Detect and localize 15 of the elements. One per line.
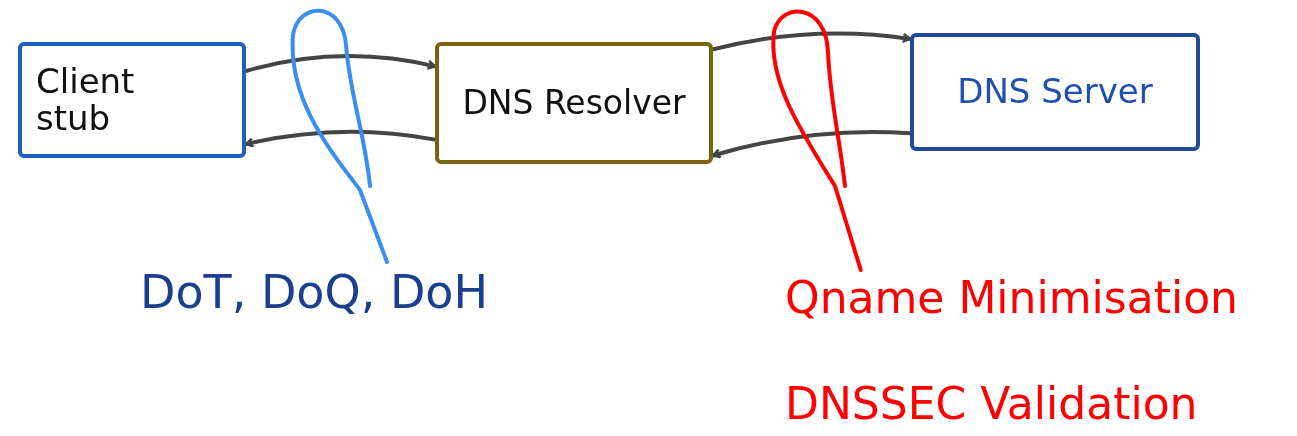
arrow	[244, 129, 437, 148]
arrow	[711, 31, 912, 52]
process-box	[435, 42, 713, 164]
arrow	[244, 54, 437, 73]
node-label: DNS Server	[957, 73, 1153, 111]
note-text: DNSSEC Validation	[785, 378, 1198, 429]
arrow	[711, 130, 912, 159]
node-label: Client stub	[36, 62, 136, 138]
process-box	[18, 42, 246, 158]
node-label: DoT, DoQ, DoH	[140, 266, 489, 318]
leader-line	[771, 9, 863, 272]
leader-line	[290, 8, 389, 264]
node-label: Qname Minimisation	[785, 273, 1238, 323]
process-box	[910, 33, 1200, 151]
node-label: DNS Resolver	[462, 84, 686, 122]
